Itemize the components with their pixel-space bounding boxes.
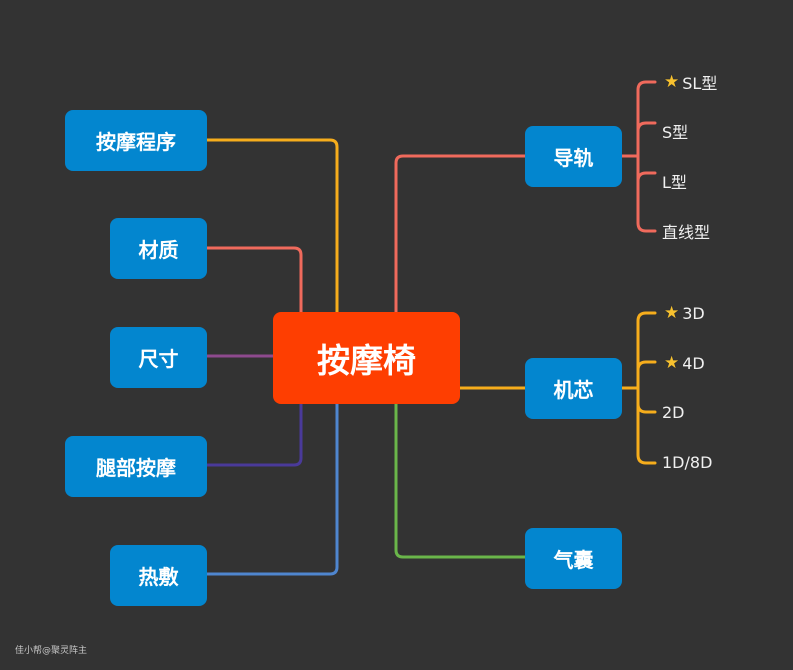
node-按摩程序[interactable]: 按摩程序 [65, 110, 207, 171]
star-icon: ★ [664, 72, 680, 92]
leaf-1D-8D[interactable]: 1D/8D [662, 451, 712, 473]
connector-材质 [205, 246, 303, 315]
node-机芯[interactable]: 机芯 [525, 358, 622, 419]
leaf-L型[interactable]: L型 [662, 170, 687, 192]
leaf-3D[interactable]: ★ 3D [664, 302, 705, 324]
leaf-SL型[interactable]: ★ SL型 [664, 71, 717, 93]
leaf-直线型[interactable]: 直线型 [662, 220, 710, 242]
bracket-机芯 [619, 311, 657, 465]
leaf-label: 2D [662, 402, 685, 422]
leaf-label: 直线型 [662, 223, 711, 242]
leaf-label: S型 [662, 123, 689, 142]
leaf-label: L型 [662, 173, 687, 192]
node-尺寸[interactable]: 尺寸 [110, 327, 207, 388]
root-node[interactable]: 按摩椅 [273, 312, 460, 404]
connector-导轨 [394, 154, 528, 315]
leaf-S型[interactable]: S型 [662, 120, 688, 142]
leaf-2D[interactable]: 2D [662, 401, 685, 423]
leaf-4D[interactable]: ★ 4D [664, 352, 705, 374]
connector-按摩程序 [205, 138, 339, 315]
connector-气囊 [394, 402, 528, 559]
leaf-label: 1D/8D [662, 452, 713, 472]
star-icon: ★ [664, 303, 680, 323]
node-气囊[interactable]: 气囊 [525, 528, 622, 589]
connector-腿部按摩 [205, 402, 303, 467]
node-材质[interactable]: 材质 [110, 218, 207, 279]
leaf-label: SL型 [682, 74, 718, 93]
node-导轨[interactable]: 导轨 [525, 126, 622, 187]
watermark: 佳小帮@聚灵阵主 [15, 646, 88, 656]
leaf-label: 4D [682, 353, 705, 373]
connector-热敷 [205, 402, 339, 576]
leaf-label: 3D [682, 303, 705, 323]
bracket-导轨 [619, 80, 657, 233]
node-热敷[interactable]: 热敷 [110, 545, 207, 606]
star-icon: ★ [664, 353, 680, 373]
node-腿部按摩[interactable]: 腿部按摩 [65, 436, 207, 497]
